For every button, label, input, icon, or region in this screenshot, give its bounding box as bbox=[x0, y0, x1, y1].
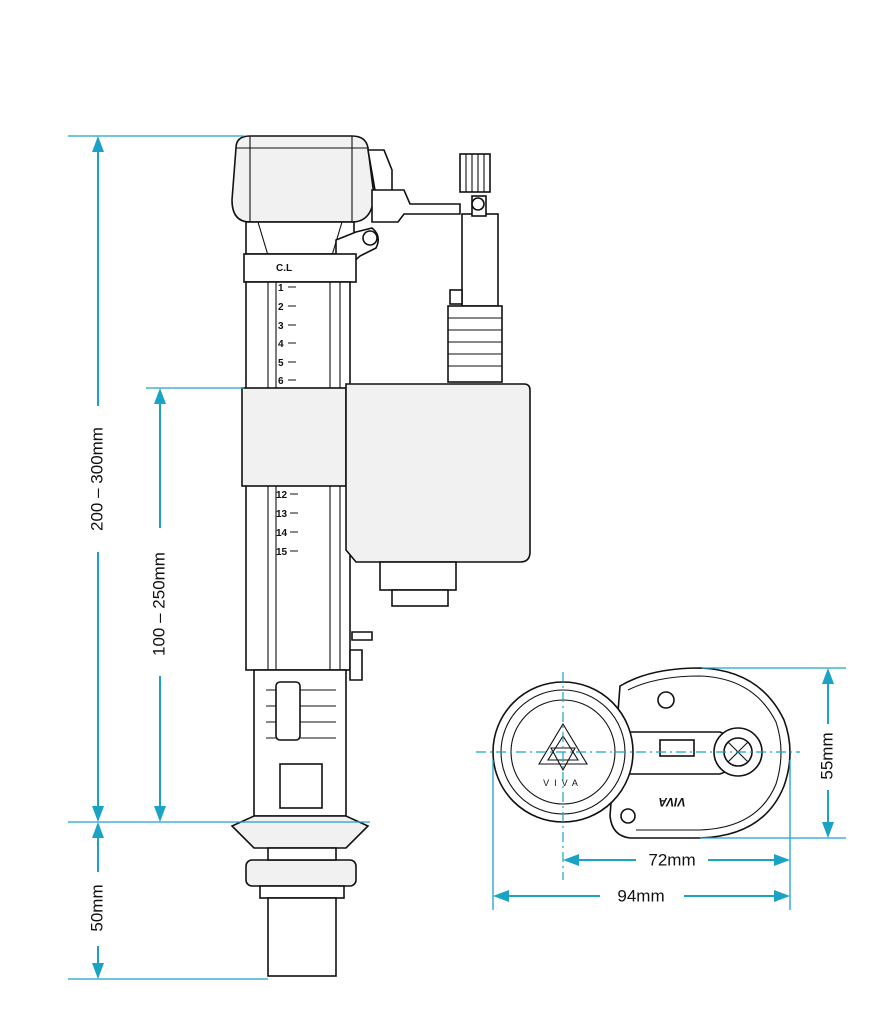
scale-mark: 12 bbox=[276, 490, 288, 501]
adjust-rod bbox=[461, 213, 499, 307]
dim-thread-length: 50mm bbox=[87, 884, 106, 931]
dim-top-offset: 72mm bbox=[648, 850, 695, 869]
arm-spring bbox=[447, 305, 503, 383]
logo-text: VIVA bbox=[543, 778, 583, 788]
scale-mark: 3 bbox=[278, 321, 284, 332]
scale-mark: 4 bbox=[278, 339, 284, 350]
cap-clip bbox=[367, 149, 393, 197]
scale-mark: 13 bbox=[276, 509, 288, 520]
height-scale-upper: C.L 1 2 3 4 5 6 bbox=[276, 263, 296, 387]
embossed-brand: VIVA bbox=[658, 795, 685, 809]
fill-valve-side-view: C.L 1 2 3 4 5 6 12 13 14 15 bbox=[230, 135, 531, 977]
float-body bbox=[345, 383, 531, 563]
adjust-knob bbox=[459, 153, 491, 193]
scale-mark: 6 bbox=[278, 376, 284, 387]
scale-mark: 5 bbox=[278, 358, 284, 369]
fill-valve-top-view: VIVA VIVA bbox=[492, 667, 791, 839]
scale-mark: 2 bbox=[278, 302, 284, 313]
base-flange bbox=[230, 815, 370, 849]
valve-cap bbox=[231, 135, 375, 223]
scale-mark: 14 bbox=[276, 528, 288, 539]
side-dimensions: 200 – 300mm 100 – 250mm 50mm bbox=[68, 135, 370, 980]
threaded-shank bbox=[267, 847, 337, 861]
dim-float-height: 100 – 250mm bbox=[149, 552, 168, 656]
lock-nut bbox=[245, 859, 357, 887]
dim-top-depth: 55mm bbox=[817, 732, 836, 779]
dim-overall-height: 200 – 300mm bbox=[87, 427, 106, 531]
scale-mark-cl: C.L bbox=[276, 263, 292, 274]
scale-mark: 1 bbox=[278, 283, 284, 294]
scale-mark: 15 bbox=[276, 547, 288, 558]
dim-top-width: 94mm bbox=[617, 886, 664, 905]
height-scale-lower: 12 13 14 15 bbox=[276, 490, 298, 558]
float-sleeve bbox=[241, 387, 347, 487]
top-dimensions: 55mm 72mm 94mm bbox=[476, 667, 846, 910]
